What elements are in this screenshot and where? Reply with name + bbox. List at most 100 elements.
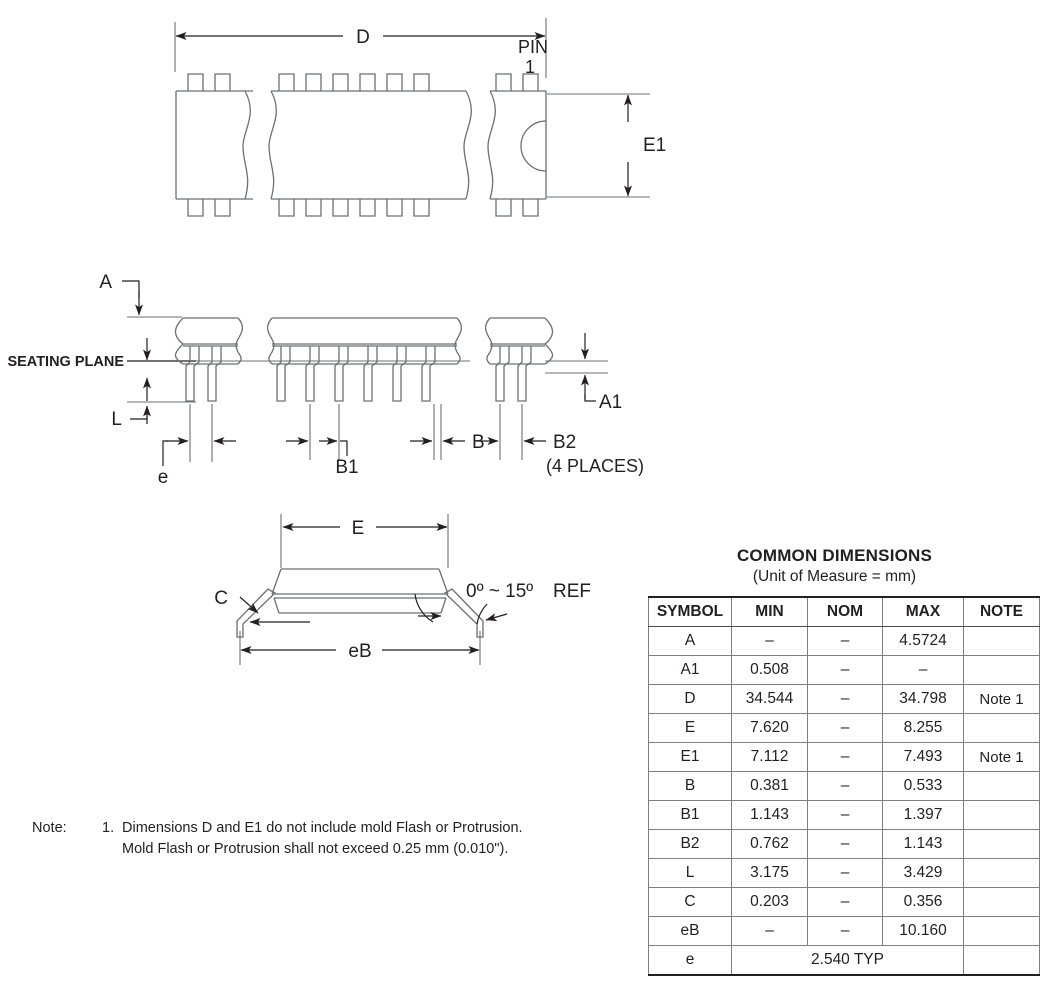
leader-L [130, 405, 151, 424]
cell-max: 0.356 [882, 887, 964, 917]
cell-max: 8.255 [882, 713, 964, 743]
label-lead-angle: 0º ~ 15º [466, 581, 533, 602]
cell-symbol: B2 [648, 829, 732, 859]
cell-symbol: E [648, 713, 732, 743]
cell-min: – [731, 626, 808, 656]
cell-max: 4.5724 [882, 626, 964, 656]
label-B1: B1 [335, 457, 358, 478]
cell-symbol: L [648, 858, 732, 888]
cell-max: 34.798 [882, 684, 964, 714]
package-body-top-left [175, 90, 253, 200]
cell-symbol: E1 [648, 742, 732, 772]
cell-nom: – [807, 742, 883, 772]
eB-extension-lines [239, 631, 481, 665]
label-lead-angle-ref: REF [553, 581, 591, 602]
cell-min: 34.544 [731, 684, 808, 714]
cell-note [963, 800, 1040, 830]
footnote-label: Note: [32, 820, 67, 836]
cell-symbol: A [648, 626, 732, 656]
cell-note [963, 916, 1040, 946]
label-L: L [111, 409, 122, 430]
table-header-row: SYMBOL MIN NOM MAX NOTE [648, 596, 1040, 627]
cell-symbol: C [648, 887, 732, 917]
top-view-leads-lower [187, 199, 539, 217]
package-body-top-middle [268, 90, 472, 200]
cell-min: – [731, 916, 808, 946]
end-view-leads [236, 588, 484, 638]
package-body-top-right [487, 90, 547, 200]
pitch-extension-lines [189, 404, 213, 462]
end-view: E C [214, 514, 591, 665]
cell-max: 10.160 [882, 916, 964, 946]
cell-nom: – [807, 800, 883, 830]
column-header-nom: NOM [807, 596, 883, 627]
cell-note [963, 655, 1040, 685]
label-e: e [158, 467, 169, 488]
cell-symbol: D [648, 684, 732, 714]
footnote-line-2: Mold Flash or Protrusion shall not excee… [122, 841, 509, 857]
cell-nom: – [807, 684, 883, 714]
B2-extension-lines [499, 404, 523, 460]
cell-max: 7.493 [882, 742, 964, 772]
cell-symbol: B [648, 771, 732, 801]
footnote-text: Dimensions D and E1 do not include mold … [122, 818, 642, 860]
E-extension-lines [280, 514, 449, 568]
label-B2: B2 [553, 432, 576, 453]
label-pin1-line1: PIN [518, 37, 548, 57]
B1-extension-lines [309, 404, 340, 460]
side-view-leads-right [495, 346, 532, 402]
label-B2-places: (4 PLACES) [546, 456, 644, 476]
table-row: A––4.5724 [648, 626, 1040, 656]
cell-nom: – [807, 713, 883, 743]
top-view-extension-lines [174, 18, 650, 198]
footnote-line-1: Dimensions D and E1 do not include mold … [122, 820, 523, 836]
label-pin1-line2: 1 [525, 57, 535, 77]
cell-nom: – [807, 626, 883, 656]
column-header-note: NOTE [963, 596, 1040, 627]
cell-note [963, 626, 1040, 656]
A1-extension-lines [545, 360, 608, 374]
label-E1: E1 [643, 135, 666, 156]
cell-nom: – [807, 858, 883, 888]
cell-min: 3.175 [731, 858, 808, 888]
leader-C [239, 596, 259, 614]
cell-min: 0.203 [731, 887, 808, 917]
leader-B1 [340, 440, 348, 456]
cell-note [963, 858, 1040, 888]
top-view-leads-upper [187, 73, 539, 91]
cell-note: Note 1 [963, 742, 1040, 772]
cell-nom: – [807, 916, 883, 946]
top-view: D E1 PIN 1 [174, 18, 666, 217]
label-seating-plane: SEATING PLANE [7, 354, 124, 370]
column-header-max: MAX [882, 596, 964, 627]
label-D: D [356, 27, 370, 48]
cell-nom: – [807, 829, 883, 859]
cell-min: 0.508 [731, 655, 808, 685]
table-title: COMMON DIMENSIONS [736, 546, 933, 565]
leader-A [122, 280, 143, 316]
cell-symbol: e [648, 945, 732, 976]
package-body-side-right [485, 317, 554, 365]
cell-min: 0.762 [731, 829, 808, 859]
cell-note [963, 945, 1040, 976]
cell-symbol: B1 [648, 800, 732, 830]
cell-note [963, 771, 1040, 801]
cell-min: 0.381 [731, 771, 808, 801]
cell-max: 3.429 [882, 858, 964, 888]
cell-note [963, 887, 1040, 917]
label-eB: eB [348, 641, 371, 662]
side-view-leads-left [185, 346, 222, 402]
cell-note: Note 1 [963, 684, 1040, 714]
